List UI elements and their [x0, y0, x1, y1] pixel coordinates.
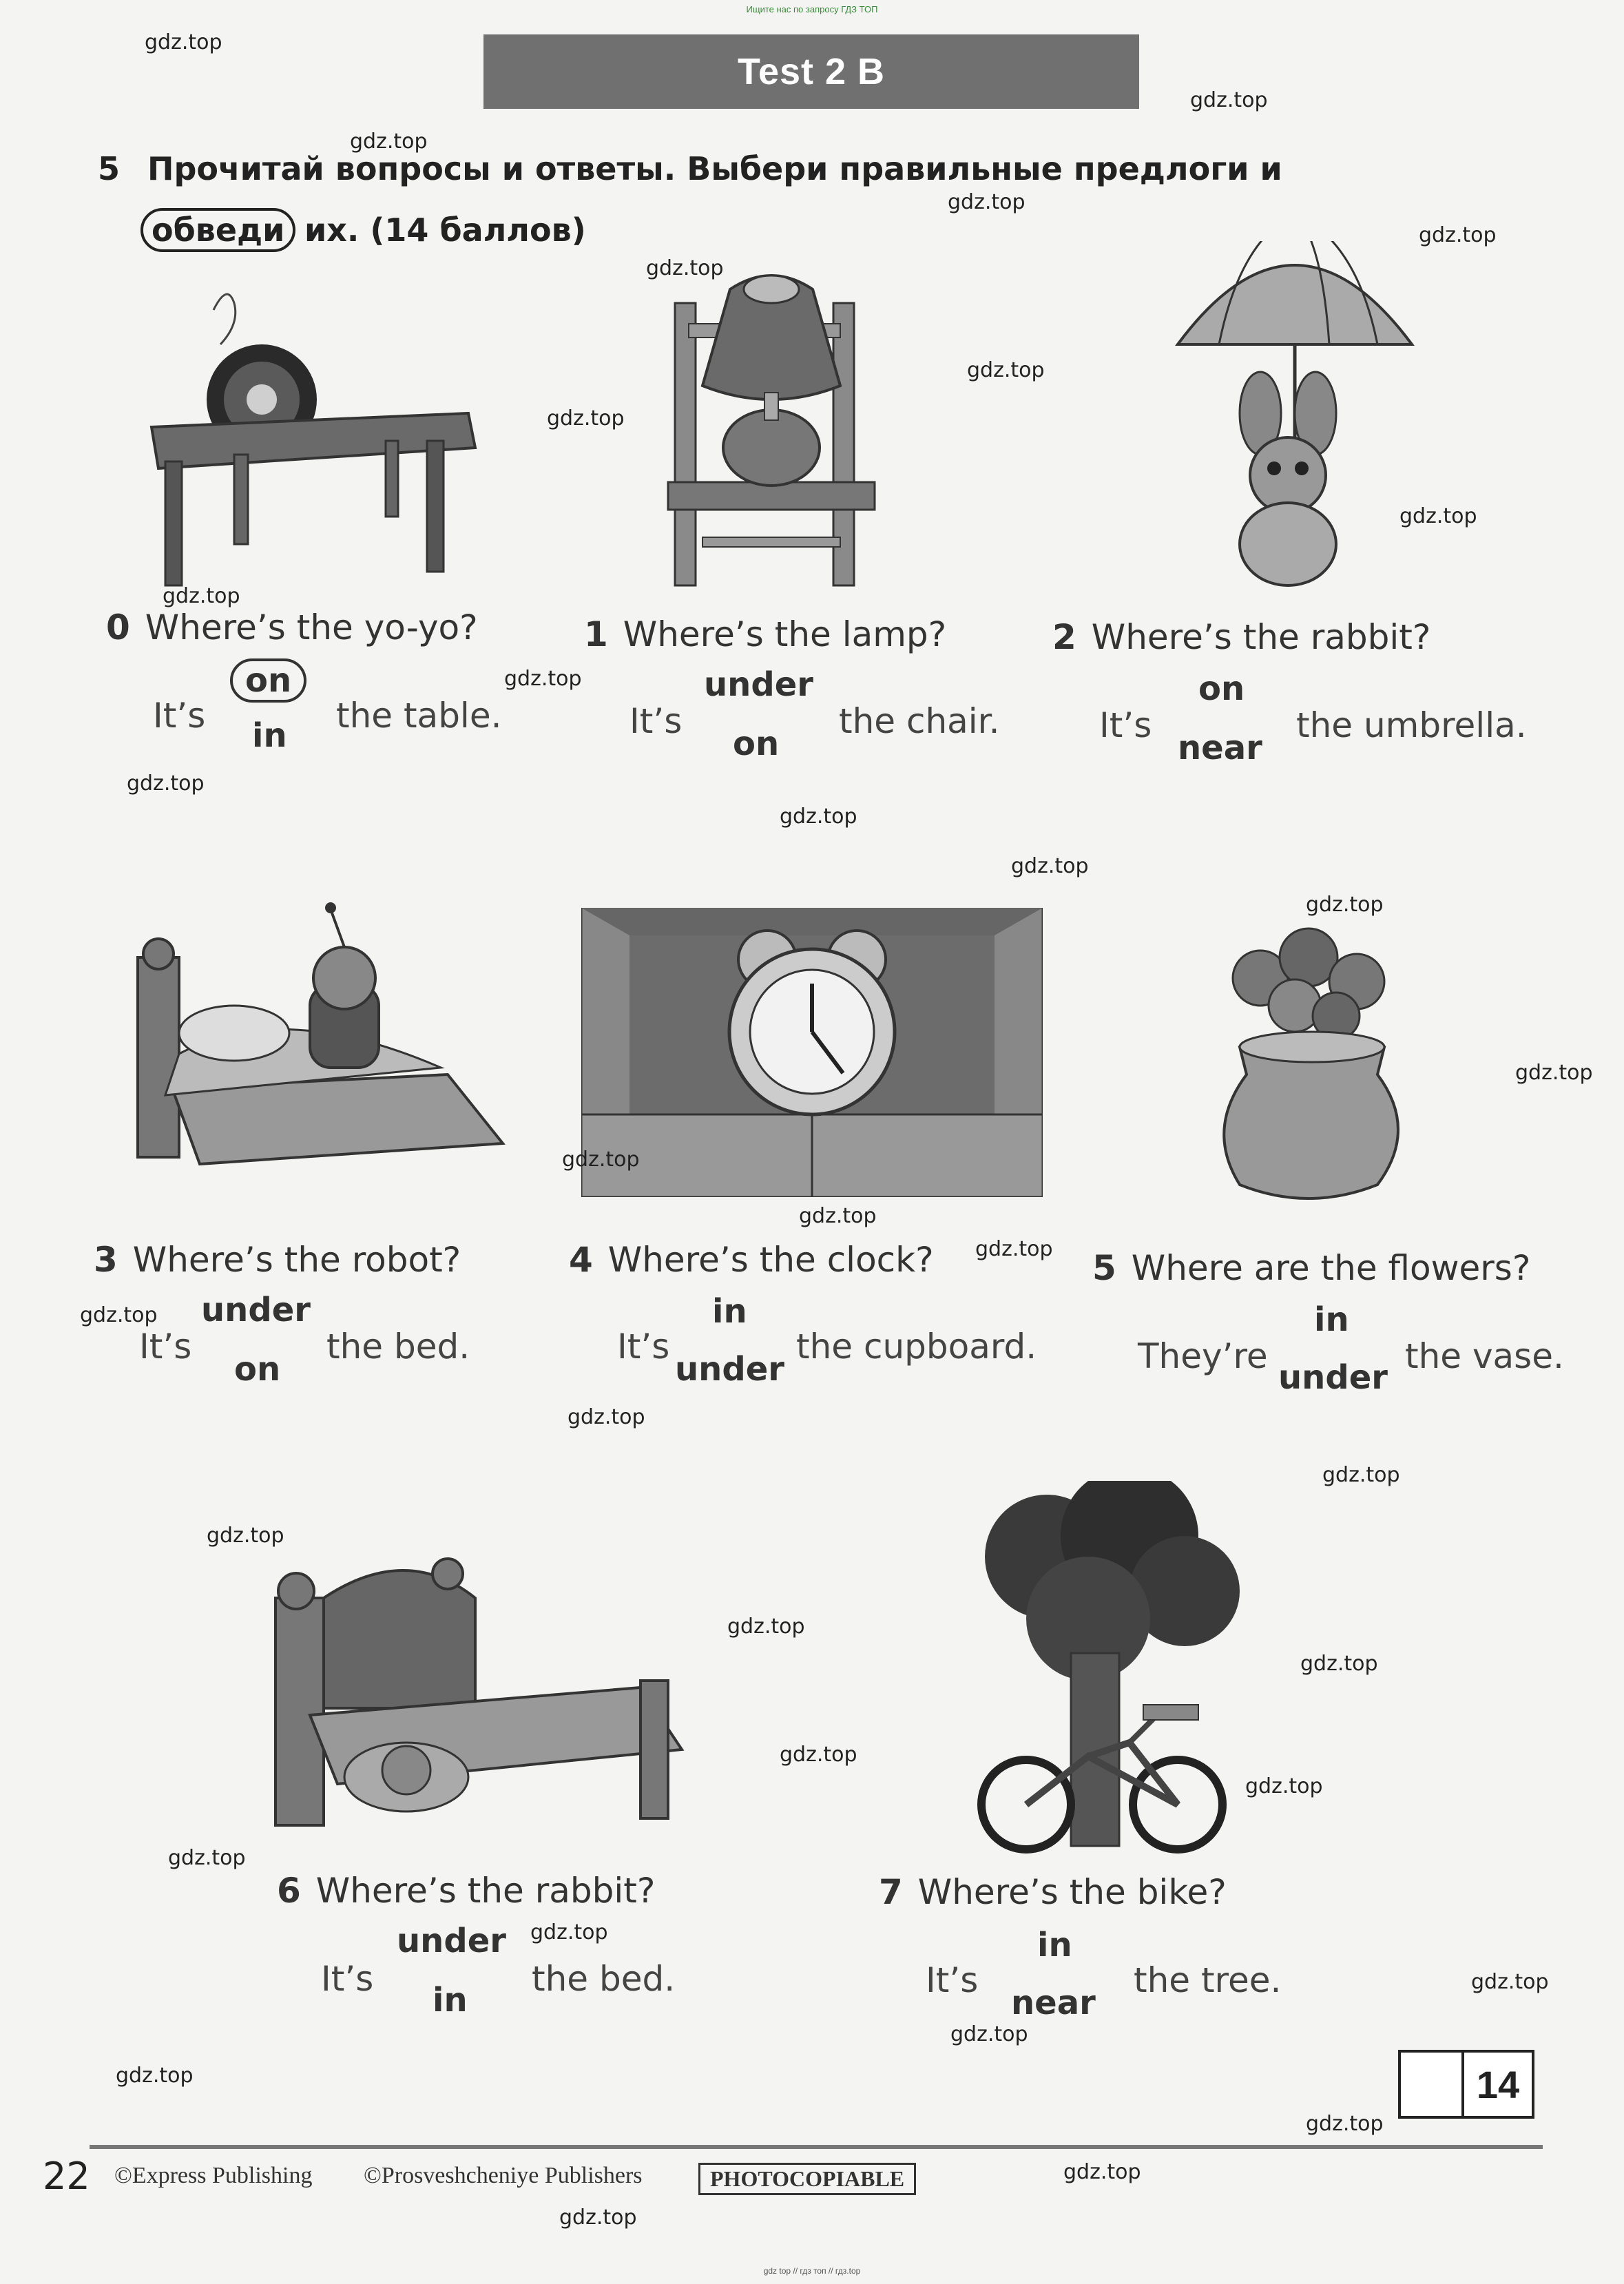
- watermark: gdz.top: [727, 1615, 805, 1639]
- option-1-under[interactable]: under: [704, 665, 813, 704]
- answer-0-object: the table.: [336, 696, 502, 736]
- watermark: gdz.top: [562, 1148, 640, 1172]
- answer-0-pronoun: It’s: [153, 696, 206, 736]
- watermark: gdz.top: [547, 406, 625, 430]
- watermark: gdz.top: [780, 804, 857, 829]
- watermark: gdz.top: [1399, 504, 1477, 528]
- page-number: 22: [43, 2155, 90, 2198]
- option-0-on-selected[interactable]: on: [230, 658, 307, 703]
- watermark: gdz.top: [350, 129, 428, 154]
- score-max: 14: [1476, 2062, 1520, 2106]
- answer-6-object: the bed.: [532, 1959, 676, 1999]
- bike-near-tree-picture: [977, 1481, 1240, 1854]
- clock-in-cupboard-picture: [581, 908, 1043, 1197]
- option-4-under[interactable]: under: [675, 1350, 784, 1389]
- answer-7-object: the tree.: [1134, 1960, 1282, 2000]
- watermark: gdz.top: [948, 190, 1026, 214]
- task-number: 5: [98, 150, 121, 187]
- watermark: gdz.top: [799, 1204, 877, 1228]
- answer-1-object: the chair.: [839, 701, 1000, 741]
- watermark: gdz.top: [80, 1303, 158, 1327]
- watermark: gdz.top: [646, 256, 724, 280]
- answer-5-object: the vase.: [1405, 1336, 1564, 1376]
- watermark: gdz.top: [1063, 2160, 1141, 2184]
- top-note: Ищите нас по запросу ГДЗ ТОП: [746, 4, 878, 14]
- flowers-in-vase-picture: [1222, 927, 1399, 1200]
- rabbit-in-bed-picture: [274, 1557, 685, 1827]
- watermark: gdz.top: [780, 1743, 857, 1767]
- answer-5-pronoun: They’re: [1138, 1336, 1268, 1376]
- watermark: gdz.top: [950, 2022, 1028, 2046]
- option-5-under[interactable]: under: [1278, 1358, 1388, 1397]
- watermark: gdz.top: [168, 1846, 246, 1870]
- footer-divider: [90, 2145, 1543, 2149]
- bottom-note: gdz top // гдз топ // гдз.top: [763, 2266, 861, 2276]
- watermark: gdz.top: [504, 667, 582, 691]
- watermark: gdz.top: [1322, 1463, 1400, 1487]
- test-title-banner: Test 2 B: [483, 34, 1139, 109]
- task-instruction-line1: Прочитай вопросы и ответы. Выбери правил…: [147, 150, 1282, 187]
- watermark: gdz.top: [530, 1920, 608, 1944]
- score-box: 14: [1398, 2050, 1534, 2119]
- rabbit-under-umbrella-picture: [1175, 241, 1415, 587]
- watermark: gdz.top: [1515, 1061, 1593, 1085]
- option-3-under[interactable]: under: [201, 1291, 311, 1329]
- task-instruction-line2: их. (14 баллов): [304, 211, 586, 249]
- watermark: gdz.top: [145, 30, 222, 54]
- watermark: gdz.top: [1419, 223, 1497, 247]
- option-6-under[interactable]: under: [397, 1922, 506, 1960]
- watermark: gdz.top: [163, 584, 240, 608]
- answer-3-object: the bed.: [326, 1327, 470, 1367]
- answer-3-pronoun: It’s: [139, 1327, 192, 1367]
- publisher-prosveshcheniye: ©Prosveshcheniye Publishers: [364, 2163, 643, 2188]
- option-5-in[interactable]: in: [1314, 1300, 1349, 1339]
- option-4-in[interactable]: in: [712, 1292, 747, 1331]
- watermark: gdz.top: [207, 1524, 284, 1548]
- option-3-on[interactable]: on: [234, 1350, 281, 1389]
- yoyo-on-table-picture: [149, 293, 477, 587]
- score-input-cell[interactable]: [1401, 2053, 1464, 2116]
- watermark: gdz.top: [1190, 88, 1268, 112]
- watermark: gdz.top: [967, 358, 1045, 382]
- option-1-on[interactable]: on: [733, 725, 780, 763]
- watermark: gdz.top: [559, 2205, 637, 2230]
- option-7-in[interactable]: in: [1037, 1926, 1072, 1964]
- watermark: gdz.top: [127, 771, 205, 796]
- answer-6-pronoun: It’s: [321, 1959, 374, 1999]
- lamp-on-chair-picture: [667, 274, 876, 587]
- watermark: gdz.top: [1471, 1970, 1549, 1994]
- answer-4-object: the cupboard.: [796, 1327, 1037, 1367]
- task-circled-word: обведи: [140, 208, 296, 252]
- watermark: gdz.top: [1300, 1652, 1378, 1676]
- photocopiable-badge: PHOTOCOPIABLE: [698, 2163, 917, 2195]
- answer-7-pronoun: It’s: [926, 1960, 979, 2000]
- option-7-near[interactable]: near: [1011, 1984, 1096, 2022]
- answer-2-pronoun: It’s: [1099, 705, 1152, 745]
- option-2-near[interactable]: near: [1178, 729, 1262, 767]
- robot-on-bed-picture: [136, 902, 506, 1166]
- answer-2-object: the umbrella.: [1296, 705, 1527, 745]
- watermark: gdz.top: [1306, 2112, 1384, 2136]
- option-0-in[interactable]: in: [252, 716, 287, 755]
- answer-1-pronoun: It’s: [629, 701, 683, 741]
- watermark: gdz.top: [1245, 1774, 1323, 1798]
- publisher-express: ©Express Publishing: [114, 2163, 313, 2188]
- watermark: gdz.top: [1011, 854, 1089, 878]
- option-6-in[interactable]: in: [433, 1981, 468, 2020]
- option-2-on[interactable]: on: [1198, 669, 1245, 708]
- answer-4-pronoun: It’s: [617, 1327, 670, 1367]
- watermark: gdz.top: [568, 1405, 645, 1429]
- watermark: gdz.top: [975, 1237, 1053, 1261]
- watermark: gdz.top: [116, 2064, 194, 2088]
- watermark: gdz.top: [1306, 893, 1384, 917]
